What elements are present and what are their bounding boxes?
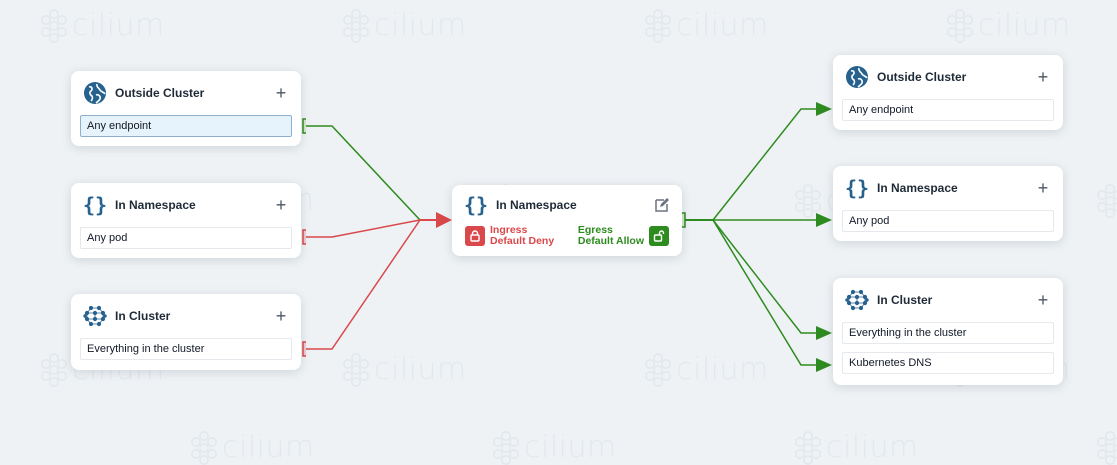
add-rule-button[interactable]: + xyxy=(1037,290,1049,310)
add-rule-button[interactable]: + xyxy=(1037,67,1049,87)
rule-row[interactable]: Any endpoint xyxy=(842,99,1054,121)
edge-namespace-to-center xyxy=(306,219,421,238)
cilium-watermark: cilium xyxy=(340,8,467,43)
rule-row[interactable]: Any pod xyxy=(842,210,1054,232)
edit-icon[interactable] xyxy=(654,197,670,213)
egress-card-in-namespace: {} In Namespace + Any pod xyxy=(833,166,1063,241)
egress-default-allow[interactable]: Egress Default Allow xyxy=(578,225,669,247)
globe-icon xyxy=(845,65,869,89)
cilium-watermark: cilium xyxy=(642,352,769,387)
ingress-default-deny[interactable]: Ingress Default Deny xyxy=(465,225,554,247)
ingress-handles xyxy=(302,118,306,357)
egress-card-in-cluster: In Cluster + Everything in the cluster K… xyxy=(833,278,1063,385)
cluster-icon xyxy=(845,288,869,312)
lock-open-icon xyxy=(649,226,669,246)
cilium-watermark: cilium xyxy=(792,430,919,465)
ingress-card-in-cluster: In Cluster + Everything in the cluster xyxy=(71,294,301,370)
add-rule-button[interactable]: + xyxy=(275,83,287,103)
card-title: In Cluster xyxy=(115,309,171,323)
cilium-watermark: cilium xyxy=(1094,183,1117,218)
card-title: In Cluster xyxy=(877,293,933,307)
edge-center-to-outside xyxy=(712,108,816,221)
cilium-watermark: cilium xyxy=(642,8,769,43)
ingress-arrow-head xyxy=(436,212,452,228)
edge-center-to-dns xyxy=(712,219,816,366)
add-rule-button[interactable]: + xyxy=(275,195,287,215)
edge-cluster-to-center xyxy=(306,219,421,350)
egress-label: Egress xyxy=(577,224,613,236)
cilium-watermark: cilium xyxy=(340,352,467,387)
egress-card-outside-cluster: Outside Cluster + Any endpoint xyxy=(833,55,1063,130)
card-title: In Namespace xyxy=(115,198,196,212)
cilium-watermark: cilium xyxy=(188,430,315,465)
globe-icon xyxy=(83,81,107,105)
ingress-default: Default Deny xyxy=(490,235,555,247)
cluster-icon xyxy=(83,304,107,328)
cilium-watermark: cilium xyxy=(1094,430,1117,465)
cilium-watermark: cilium xyxy=(944,8,1071,43)
ingress-label: Ingress xyxy=(490,224,528,236)
edge-center-to-cluster xyxy=(712,219,816,334)
ingress-card-in-namespace: {} In Namespace + Any pod xyxy=(71,183,301,258)
card-title: In Namespace xyxy=(877,181,958,195)
edge-outside-to-center xyxy=(306,125,421,221)
add-rule-button[interactable]: + xyxy=(275,306,287,326)
ingress-card-outside-cluster: Outside Cluster + Any endpoint xyxy=(71,71,301,146)
braces-icon: {} xyxy=(82,193,108,217)
card-title: Outside Cluster xyxy=(877,70,967,84)
rule-row[interactable]: Any endpoint xyxy=(80,115,292,137)
cilium-watermark: cilium xyxy=(38,8,165,43)
lock-closed-icon xyxy=(465,226,485,246)
rule-row[interactable]: Kubernetes DNS xyxy=(842,352,1054,374)
cilium-watermark: cilium xyxy=(490,430,617,465)
rule-row[interactable]: Everything in the cluster xyxy=(842,322,1054,344)
egress-default: Default Allow xyxy=(577,235,644,247)
rule-row[interactable]: Any pod xyxy=(80,227,292,249)
policy-namespace-card: {} In Namespace Ingress Default Deny Egr… xyxy=(452,185,682,256)
add-rule-button[interactable]: + xyxy=(1037,178,1049,198)
braces-icon: {} xyxy=(463,193,489,217)
card-title: In Namespace xyxy=(496,198,577,212)
rule-row[interactable]: Everything in the cluster xyxy=(80,338,292,360)
card-title: Outside Cluster xyxy=(115,86,205,100)
braces-icon: {} xyxy=(844,176,870,200)
